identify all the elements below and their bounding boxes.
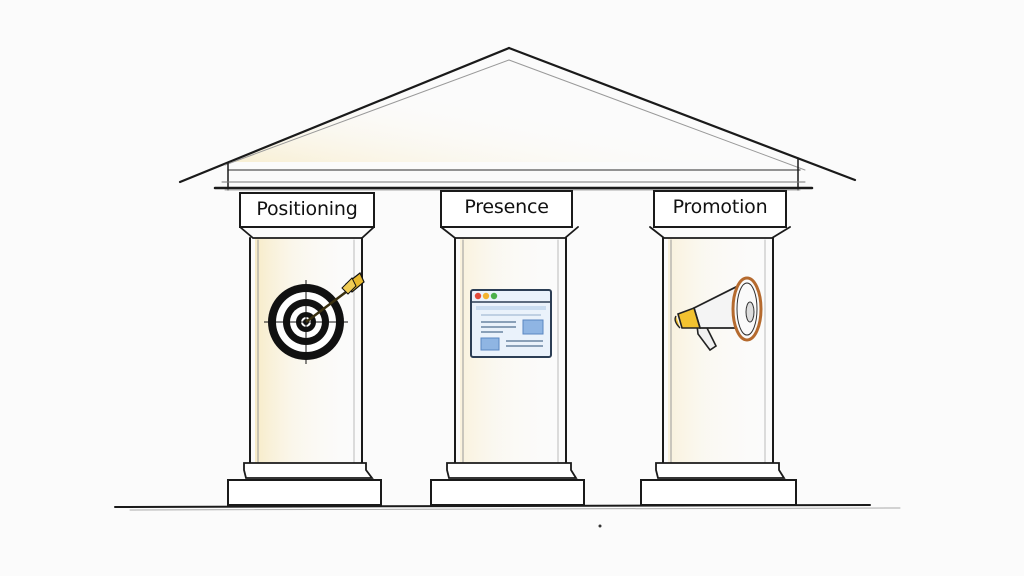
pillar-label-positioning: Positioning xyxy=(256,198,358,220)
roof xyxy=(178,46,857,191)
pillar-positioning xyxy=(227,192,382,506)
pillar-label-presence: Presence xyxy=(464,196,549,218)
pillar-promotion xyxy=(640,190,797,506)
target-arrow-icon xyxy=(264,272,365,364)
pillar-label-promotion: Promotion xyxy=(672,196,768,218)
browser-window-icon xyxy=(470,289,552,358)
ground-line xyxy=(114,504,901,528)
megaphone-icon xyxy=(674,276,763,352)
